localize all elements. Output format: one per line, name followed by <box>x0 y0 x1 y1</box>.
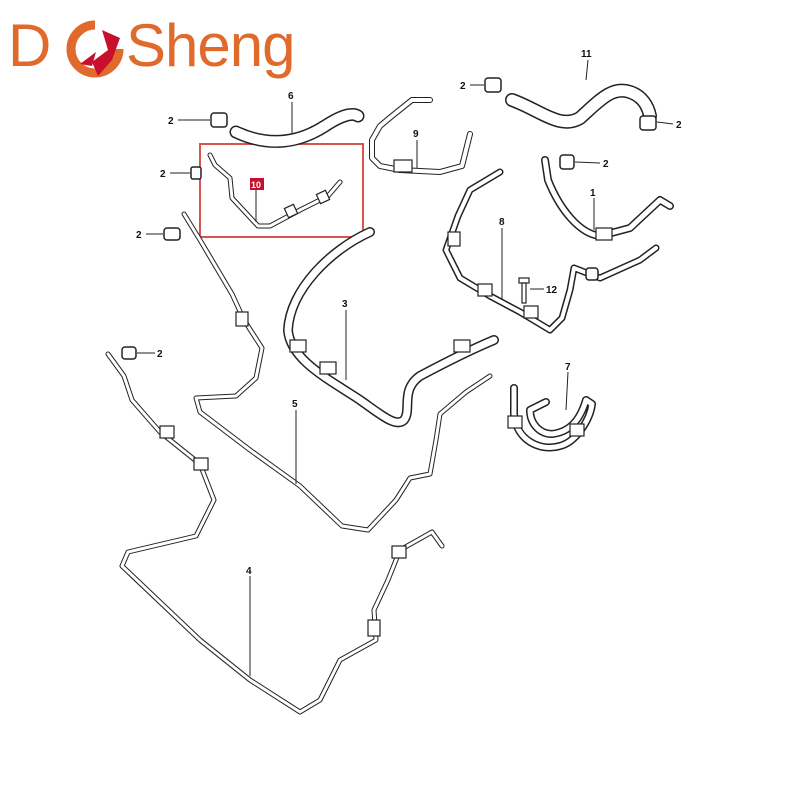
callout-10-badge: 10 <box>250 178 264 190</box>
callout-3: 3 <box>342 299 348 310</box>
hose-part-6[interactable] <box>229 107 365 148</box>
clamp-part-2-c[interactable] <box>163 227 181 241</box>
hose-part-7[interactable] <box>507 384 596 452</box>
callout-6: 6 <box>288 91 294 102</box>
hose-part-1[interactable] <box>541 156 674 241</box>
callout-9: 9 <box>413 129 419 140</box>
logo-emblem-icon <box>66 19 125 78</box>
hose-part-4[interactable] <box>105 351 445 715</box>
logo-letter-d: D <box>8 12 51 79</box>
hose-part-3[interactable] <box>283 227 499 428</box>
clamp-part-2-d[interactable] <box>121 346 137 360</box>
clamp-part-2-b[interactable] <box>190 166 202 180</box>
callout-2-b: 2 <box>160 169 166 180</box>
clamp-part-2-h[interactable] <box>585 267 599 281</box>
brand-logo: D Sheng <box>8 10 338 84</box>
callout-1: 1 <box>590 188 596 199</box>
callout-8: 8 <box>499 217 505 228</box>
logo-wordmark: Sheng <box>126 12 295 79</box>
callout-10: 10 <box>251 180 261 190</box>
callout-12: 12 <box>546 285 558 296</box>
hose-part-5[interactable] <box>181 211 493 533</box>
callout-11: 11 <box>581 49 592 60</box>
callout-2-a: 2 <box>168 116 174 127</box>
clamp-part-2-e[interactable] <box>484 77 502 93</box>
leader-lines <box>137 59 674 676</box>
callout-4: 4 <box>246 566 252 577</box>
callout-2-f: 2 <box>676 120 682 131</box>
hose-part-9[interactable] <box>369 97 473 175</box>
clamp-part-2-a[interactable] <box>210 112 228 128</box>
callout-2-g: 2 <box>603 159 609 170</box>
callout-5: 5 <box>292 399 298 410</box>
callout-2-e: 2 <box>460 81 466 92</box>
callout-2-d: 2 <box>157 349 163 360</box>
hose-part-10[interactable] <box>207 152 343 229</box>
clamp-part-2-f[interactable] <box>639 115 657 131</box>
hose-part-11[interactable] <box>505 83 657 129</box>
callout-7: 7 <box>565 362 571 373</box>
highlight-box-part-10 <box>199 143 364 238</box>
callout-2-c: 2 <box>136 230 142 241</box>
clamp-part-2-g[interactable] <box>559 154 575 170</box>
bolt-part-12[interactable] <box>518 277 530 304</box>
